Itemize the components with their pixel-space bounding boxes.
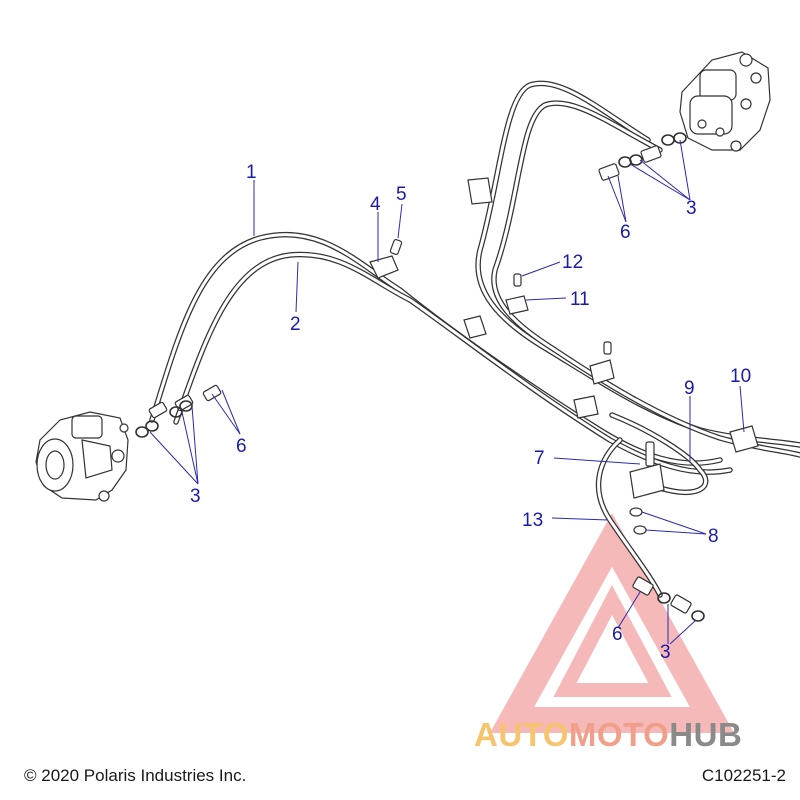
callout-2: 2 [290,314,301,335]
callout-13: 13 [522,510,543,531]
clip-a [463,315,487,339]
bolt-12 [513,273,522,287]
callout-12: 12 [562,252,583,273]
watermark-inner-triangle-icon [553,585,672,697]
watermark-brand-text: AUTOMOTOHUB [474,716,742,754]
leader-lines [149,139,745,645]
copyright-text: © 2020 Polaris Industries Inc. [24,766,247,785]
callout-10: 10 [730,366,751,387]
watermark-logo [489,513,735,733]
watermark-triangle-icon [489,513,735,733]
lower-fittings [632,576,705,622]
clip-d [573,395,599,419]
part-code: C102251-2 [701,766,786,785]
bolt-7 [645,441,655,467]
washer-8a [629,507,643,517]
watermark-auto: AUTO [474,716,569,753]
callout-6-top-right: 6 [620,222,631,243]
watermark-moto: MOTO [568,716,670,753]
callout-6-left: 6 [236,436,247,457]
callout-3-lower: 3 [660,642,671,663]
callout-1: 1 [246,162,257,183]
left-brake-caliper [35,411,129,502]
bolt-c [603,341,612,355]
right-top-fittings [598,132,687,181]
callout-5: 5 [396,184,407,205]
clip-10 [729,425,759,453]
right-brake-caliper [679,51,771,152]
callout-8: 8 [708,526,719,547]
hose-clips [369,177,759,535]
junction-block-7 [629,463,665,499]
callout-3-top-right: 3 [686,198,697,219]
bolt-5 [389,239,403,255]
callout-7: 7 [534,448,545,469]
bracket-4 [369,255,399,279]
callout-6-lower: 6 [612,624,623,645]
callout-labels: 1 2 3 3 3 4 5 6 6 6 7 8 9 10 11 12 13 [190,162,751,663]
clip-b [467,177,493,205]
washer-8b [633,525,647,535]
callout-11: 11 [570,289,590,310]
brake-hoses [149,80,800,598]
callout-3-left: 3 [190,486,201,507]
callout-4: 4 [370,194,381,215]
left-fittings [135,384,222,438]
clip-11 [505,295,529,315]
callout-9: 9 [684,378,695,399]
watermark-hub: HUB [669,716,743,753]
clip-c [589,359,615,385]
